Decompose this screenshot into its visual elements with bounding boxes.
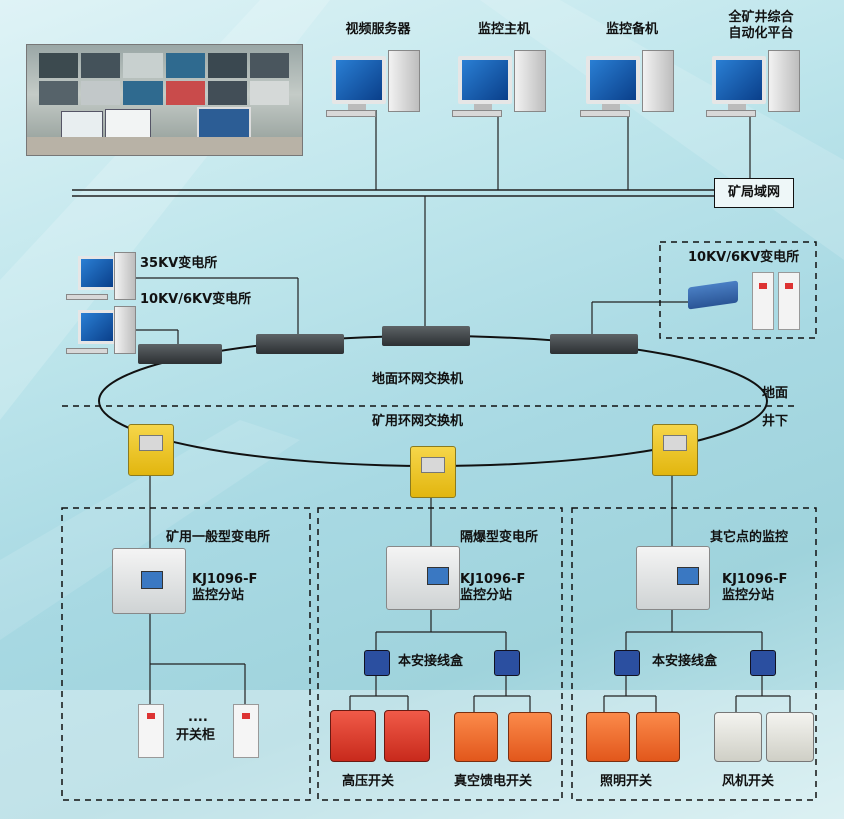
group-label-vacuum: 真空馈电开关: [454, 774, 533, 789]
junction-box: [614, 650, 640, 676]
group-label-high-voltage: 高压开关: [342, 774, 395, 789]
network-switch: [256, 334, 344, 354]
monitoring-substation: [386, 546, 460, 610]
mine-ring-switch: [652, 424, 698, 476]
fan-switch: [714, 712, 762, 762]
computer-icon: [326, 50, 426, 117]
mine-ring-switch: [128, 424, 174, 476]
station-label-2: KJ1096-F 监控分站: [460, 572, 526, 603]
monitoring-substation: [112, 548, 186, 614]
network-switch: [138, 344, 222, 364]
junction-label-zone3: 本安接线盒: [652, 654, 718, 669]
vacuum-switch: [508, 712, 552, 762]
station-label-3: KJ1096-F 监控分站: [722, 572, 788, 603]
junction-box: [494, 650, 520, 676]
junction-label-zone2: 本安接线盒: [398, 654, 464, 669]
server-label-platform: 全矿井综合 自动化平台: [728, 10, 794, 41]
switchgear-cabinet: [752, 272, 774, 330]
vacuum-switch: [454, 712, 498, 762]
surface-side-label: 地面: [762, 386, 789, 401]
underground-side-label: 井下: [762, 414, 789, 429]
cabinet-label: 开关柜: [176, 728, 216, 743]
group-label-fan: 风机开关: [722, 774, 775, 789]
mine-ring-switch: [410, 446, 456, 498]
network-switch: [550, 334, 638, 354]
lighting-switch: [636, 712, 680, 762]
fan-switch: [766, 712, 814, 762]
computer-icon: [64, 252, 136, 304]
high-voltage-switch: [384, 710, 430, 762]
network-switch: [382, 326, 470, 346]
zone-title-general: 矿用一般型变电所: [166, 530, 271, 545]
high-voltage-switch: [330, 710, 376, 762]
computer-icon: [64, 306, 136, 358]
substation-label-10kv-right: 10KV/6KV变电所: [688, 250, 800, 265]
ellipsis: ....: [188, 710, 208, 725]
switchgear-cabinet: [138, 704, 164, 758]
station-label-1: KJ1096-F 监控分站: [192, 572, 258, 603]
lan-box: 矿局域网: [714, 178, 794, 208]
junction-box: [364, 650, 390, 676]
monitoring-substation: [636, 546, 710, 610]
switchgear-cabinet: [233, 704, 259, 758]
junction-box: [750, 650, 776, 676]
mine-ring-switch-label: 矿用环网交换机: [372, 414, 464, 429]
computer-icon: [580, 50, 680, 117]
computer-icon: [452, 50, 552, 117]
computer-icon: [706, 50, 806, 117]
group-label-lighting: 照明开关: [600, 774, 653, 789]
switchgear-cabinet: [778, 272, 800, 330]
server-label-monitor-backup: 监控备机: [605, 22, 658, 37]
surface-ring-switch-label: 地面环网交换机: [372, 372, 464, 387]
control-room-photo: [26, 44, 303, 156]
zone-title-other: 其它点的监控: [710, 530, 789, 545]
server-label-video: 视频服务器: [345, 22, 411, 37]
lighting-switch: [586, 712, 630, 762]
zone-title-explosion-proof: 隔爆型变电所: [460, 530, 539, 545]
server-label-monitor-host: 监控主机: [477, 22, 530, 37]
substation-label-35kv: 35KV变电所: [140, 256, 218, 271]
substation-label-10kv-left: 10KV/6KV变电所: [140, 292, 252, 307]
